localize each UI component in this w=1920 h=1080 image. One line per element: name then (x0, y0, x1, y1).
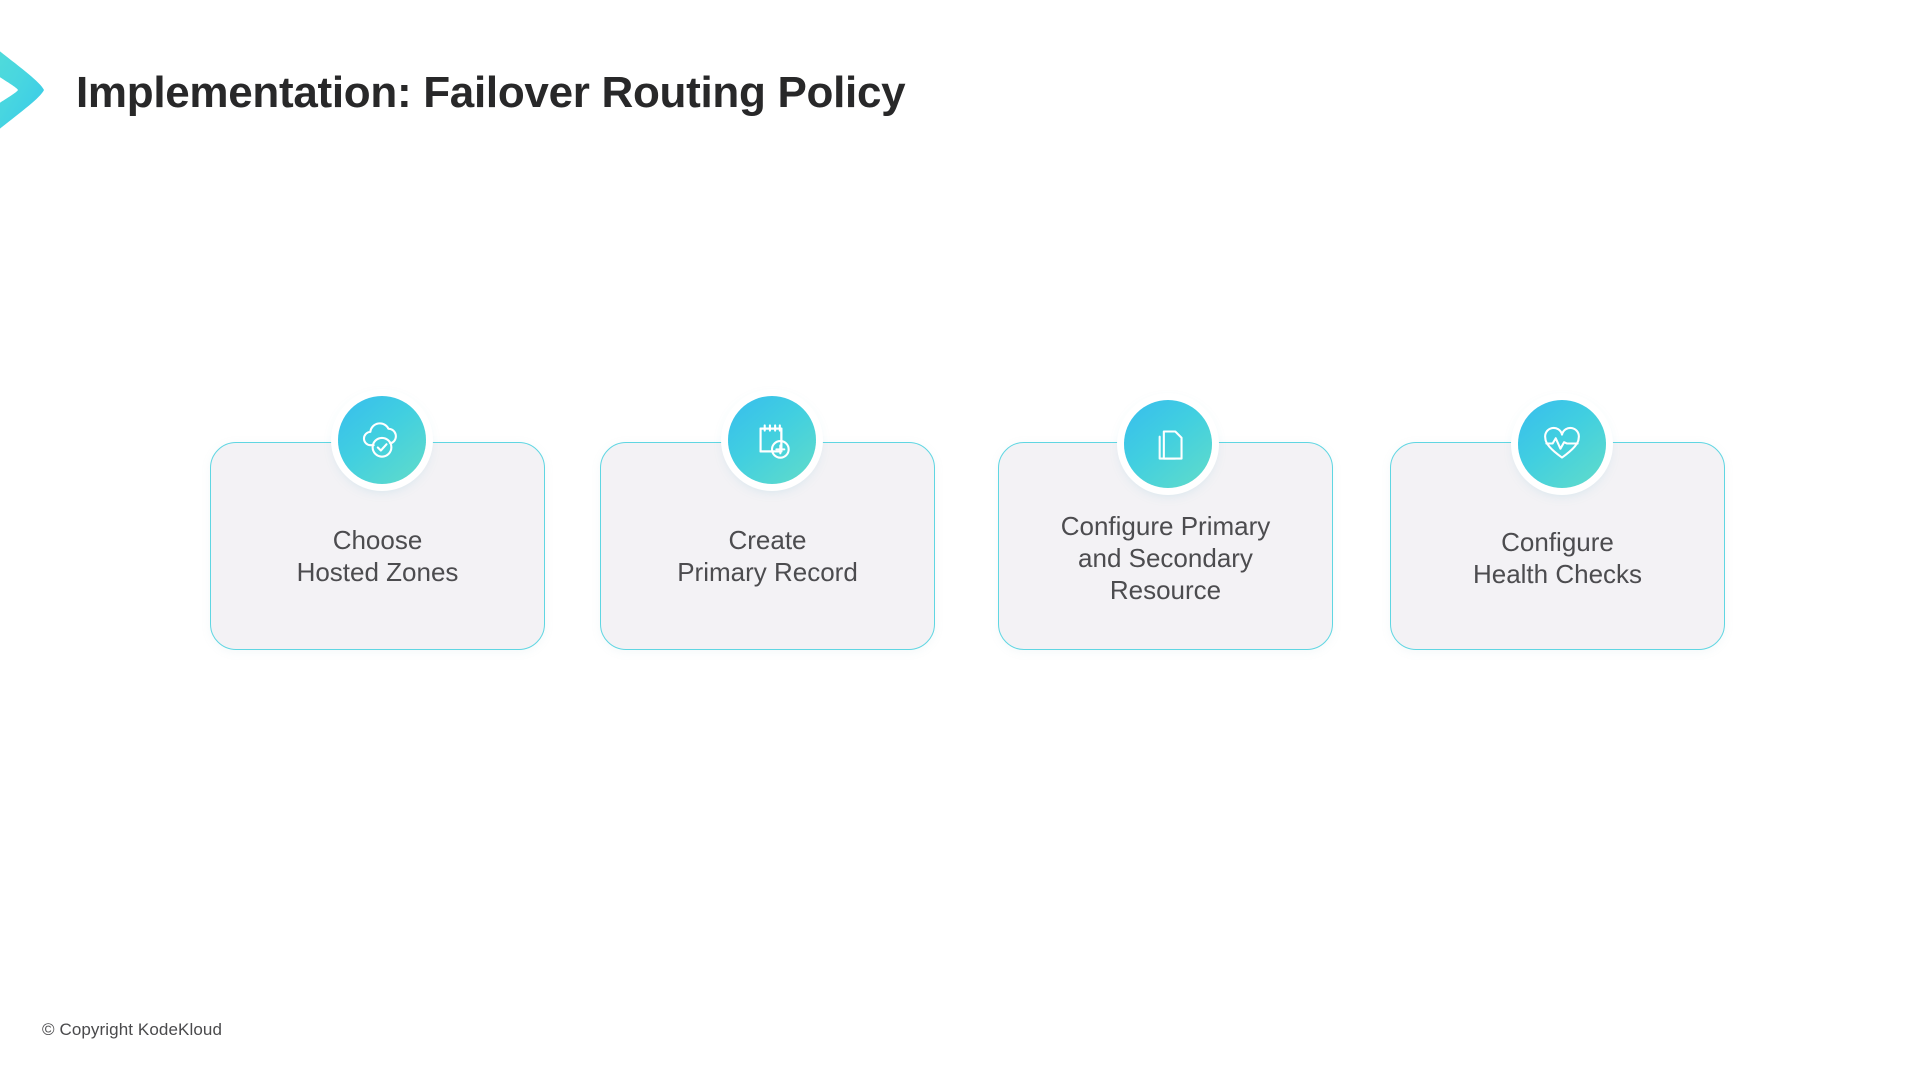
notepad-plus-icon (728, 396, 816, 484)
steps-row: Choose Hosted Zones Create Primary Recor… (0, 380, 1920, 680)
step-card-configure-primary-and-secondary-resource[interactable]: Configure Primary and Secondary Resource (998, 442, 1333, 650)
documents-copy-icon (1124, 400, 1212, 488)
step-card-label: Configure Primary and Secondary Resource (1060, 511, 1271, 605)
step-card-label: Create Primary Record (677, 525, 858, 587)
step-card-label: Choose Hosted Zones (296, 525, 459, 587)
page-title: Implementation: Failover Routing Policy (76, 68, 906, 117)
copyright-notice: © Copyright KodeKloud (42, 1020, 223, 1039)
chevron-right-brand-mark (0, 20, 62, 160)
cloud-check-icon (338, 396, 426, 484)
step-card-label: Configure Health Checks (1472, 527, 1643, 589)
heart-pulse-icon (1518, 400, 1606, 488)
